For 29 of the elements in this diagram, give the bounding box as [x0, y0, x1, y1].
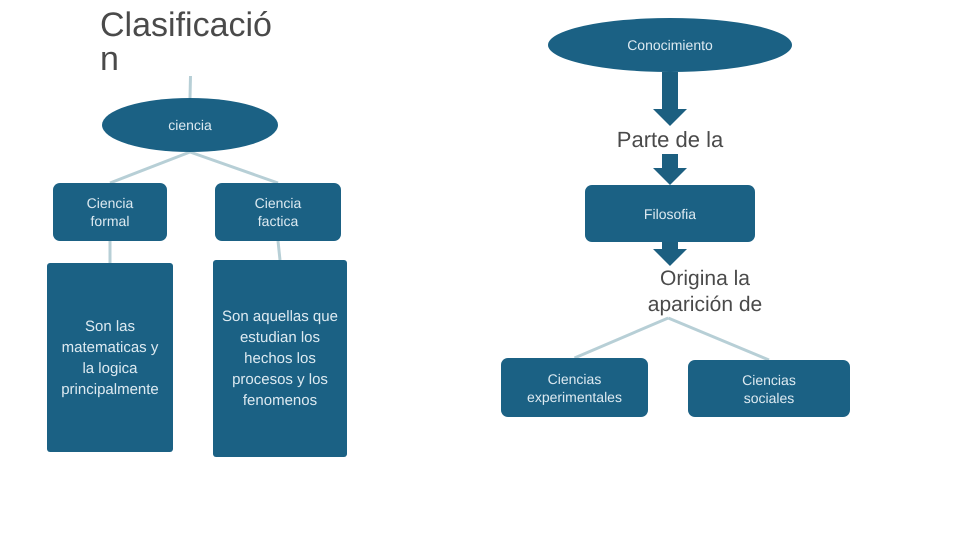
flow-text: Origina la aparición de — [646, 266, 764, 318]
connector-line — [109, 150, 191, 184]
heading-text: Clasificación — [100, 8, 273, 76]
connector-line — [276, 240, 282, 260]
category-box — [688, 360, 850, 417]
category-box — [53, 183, 167, 241]
category-label: Ciencias experimentales — [526, 370, 623, 406]
description-box — [213, 260, 347, 457]
block-arrow — [653, 242, 687, 266]
category-box — [215, 183, 341, 241]
topic-label: ciencia — [168, 116, 212, 134]
connector-line — [668, 316, 770, 362]
description-text: Son las matematicas y la logica principalmente — [60, 316, 160, 400]
connector-line — [190, 150, 278, 184]
block-arrow — [653, 72, 687, 126]
description-box — [47, 263, 173, 452]
category-box — [585, 185, 755, 242]
topic-label: Conocimiento — [627, 36, 713, 54]
connector-line — [108, 241, 112, 263]
category-label: Ciencias sociales — [741, 370, 797, 406]
connector-line — [574, 316, 669, 360]
block-arrow — [653, 154, 687, 185]
flow-text: Parte de la — [616, 126, 724, 154]
description-text: Son aquellas que estudian los hechos los procesos y los fenomenos — [221, 307, 339, 411]
connector-line — [188, 76, 192, 98]
category-label: Ciencia factica — [254, 194, 302, 230]
category-label: Ciencia formal — [86, 194, 134, 230]
category-label: Filosofia — [644, 204, 696, 222]
category-box — [501, 358, 648, 417]
